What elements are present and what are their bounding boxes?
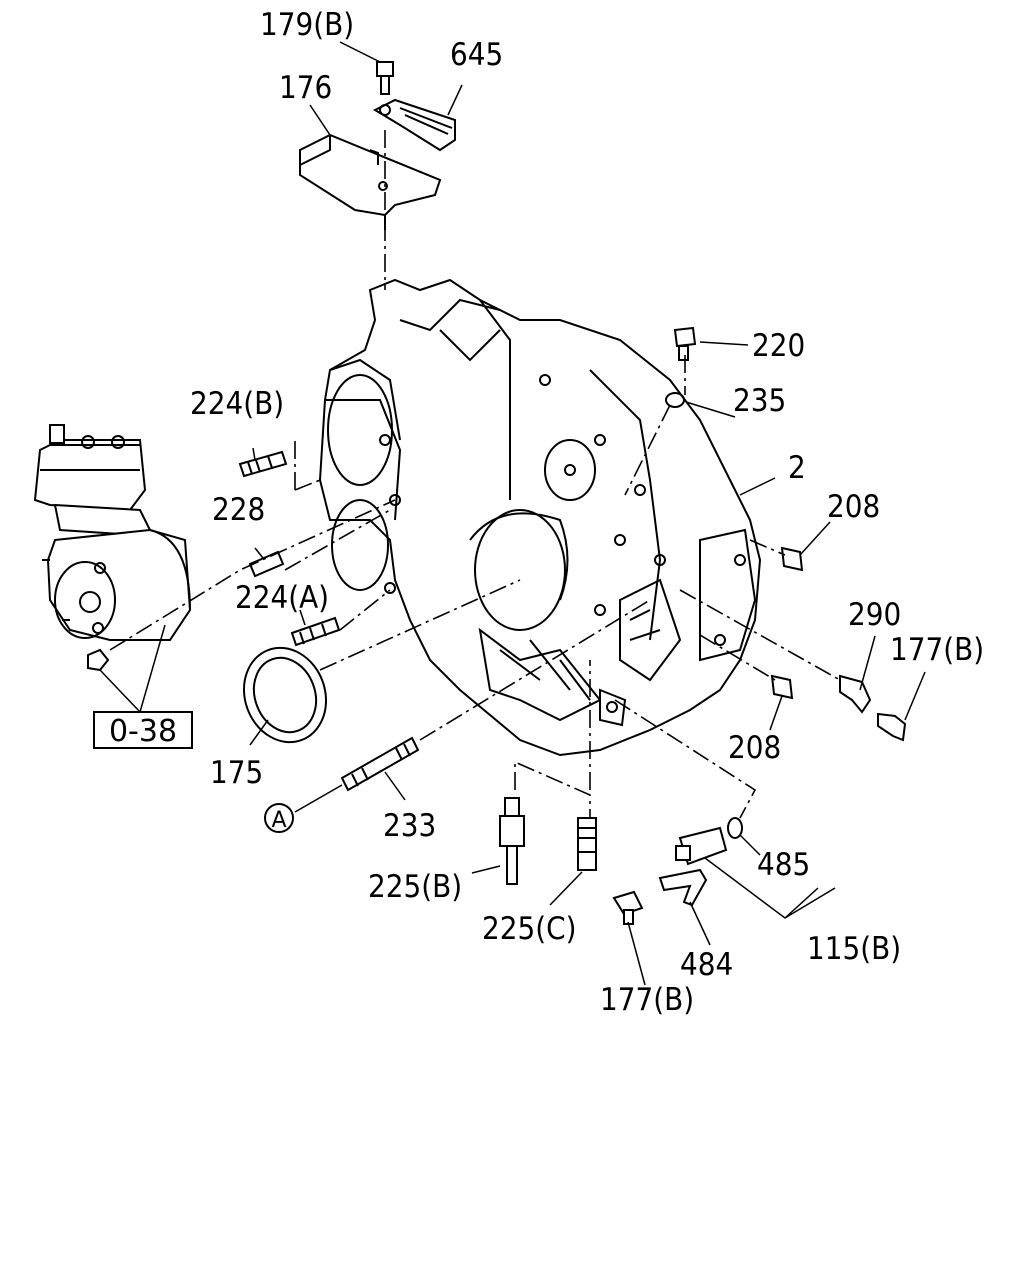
label-225c: 225(C) [482, 911, 576, 947]
bolt-177b-bottom [612, 890, 644, 925]
label-175: 175 [210, 755, 263, 791]
label-484: 484 [680, 947, 733, 983]
dowel-228 [248, 550, 285, 578]
bolt-220 [673, 326, 697, 361]
plug-208-top [780, 546, 804, 572]
label-2: 2 [788, 450, 806, 486]
stud-233 [340, 736, 420, 792]
label-225b: 225(B) [368, 869, 462, 905]
label-177b-right: 177(B) [890, 632, 984, 668]
label-177b-bottom: 177(B) [600, 982, 694, 1018]
sensor-115b [675, 826, 728, 866]
label-233: 233 [383, 808, 436, 844]
label-228: 228 [212, 492, 265, 528]
fitting-290 [839, 674, 872, 714]
circle-a [264, 803, 294, 833]
circle-a-label: A [271, 808, 286, 833]
seal-175 [242, 646, 328, 744]
bolt-177b-right [877, 712, 907, 742]
bolt-179b-top [376, 61, 394, 95]
label-485: 485 [757, 847, 810, 883]
bracket-176 [299, 133, 442, 230]
ref-box [93, 711, 193, 749]
bracket-484 [658, 868, 708, 907]
label-176: 176 [279, 70, 332, 106]
label-220: 220 [752, 328, 805, 364]
stud-225c [577, 817, 597, 871]
label-224a: 224(A) [235, 580, 329, 616]
leader-lines [99, 41, 926, 986]
ref-box-label: 0-38 [109, 714, 177, 749]
sensor-225b [499, 797, 525, 885]
oring-235 [665, 392, 685, 408]
label-208-bottom: 208 [728, 730, 781, 766]
assembly-lines [109, 130, 841, 819]
clip-645 [372, 98, 456, 152]
stud-224a [290, 616, 341, 647]
label-290: 290 [848, 597, 901, 633]
flywheel-housing-2 [318, 278, 762, 757]
label-235: 235 [733, 383, 786, 419]
label-179b-top: 179(B) [260, 7, 354, 43]
label-224b: 224(B) [190, 386, 284, 422]
label-115b: 115(B) [807, 931, 901, 967]
air-compressor [33, 424, 192, 672]
stud-224b [238, 450, 288, 478]
label-645: 645 [450, 37, 503, 73]
plug-208-bottom [770, 674, 794, 700]
label-208-top: 208 [827, 489, 880, 525]
oring-485 [727, 817, 743, 839]
